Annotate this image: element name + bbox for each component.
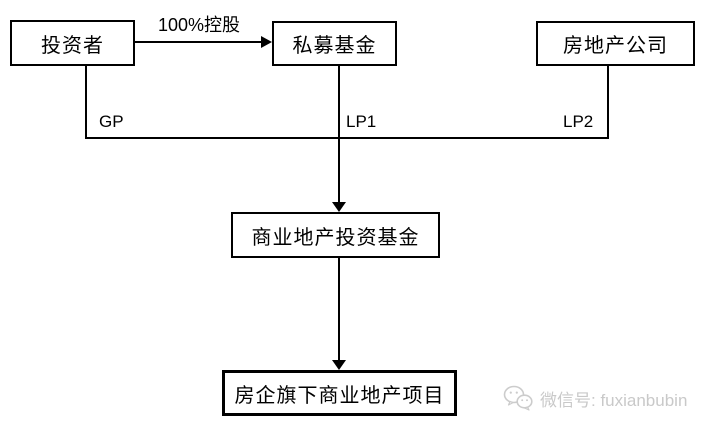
node-private-fund: 私募基金 <box>272 21 397 66</box>
arrowhead-down-icon <box>332 202 346 212</box>
node-private-fund-label: 私募基金 <box>292 35 377 57</box>
node-project-label: 房企旗下商业地产项目 <box>234 384 445 407</box>
watermark-text: 微信号: fuxianbubin <box>540 390 688 410</box>
edge-label-holding: 100%控股 <box>158 15 241 35</box>
edge-fund-to-project-line <box>338 258 340 362</box>
watermark: 微信号: fuxianbubin <box>503 384 687 412</box>
edge-label-lp1: LP1 <box>346 112 377 131</box>
arrowhead-right-icon <box>261 36 272 48</box>
node-real-estate-company: 房地产公司 <box>536 21 695 66</box>
edge-connector-line <box>85 137 609 139</box>
edge-label-lp2: LP2 <box>563 112 594 131</box>
wechat-icon <box>503 384 533 412</box>
node-commercial-fund-label: 商业地产投资基金 <box>251 226 420 249</box>
edge-label-gp: GP <box>99 112 124 131</box>
node-investor-label: 投资者 <box>41 34 104 57</box>
arrowhead-down-icon <box>332 360 346 370</box>
node-real-estate-company-label: 房地产公司 <box>563 35 668 57</box>
edge-lp1-line <box>338 66 340 203</box>
node-project: 房企旗下商业地产项目 <box>222 370 457 416</box>
edge-holding-line <box>135 41 263 43</box>
node-commercial-fund: 商业地产投资基金 <box>231 212 440 258</box>
node-investor: 投资者 <box>10 20 135 66</box>
edge-gp-line <box>85 66 87 139</box>
edge-lp2-line <box>607 66 609 139</box>
